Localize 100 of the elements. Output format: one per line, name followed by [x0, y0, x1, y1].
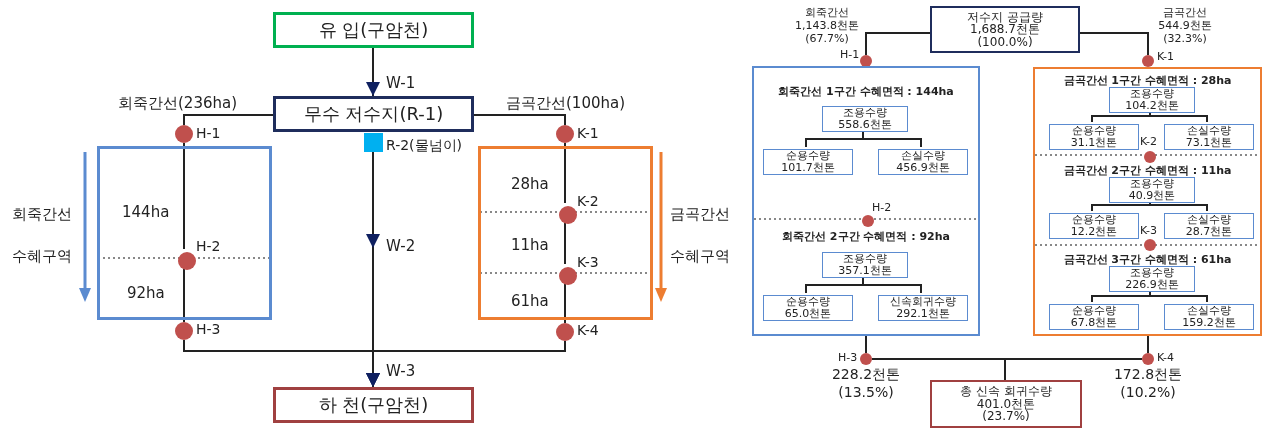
node-label: H-2	[196, 238, 221, 254]
node-text: 159.2천톤	[1182, 317, 1236, 329]
node-text: 357.1천톤	[838, 265, 892, 277]
connector-line	[1004, 358, 1143, 381]
node-label: K-2	[577, 193, 599, 209]
node-text: 401.0천톤 (23.7%)	[975, 397, 1036, 423]
node-text: 104.2천톤	[1125, 100, 1179, 112]
edge-label: 회죽간선(236ha)	[118, 94, 238, 113]
zone-heading: 금곡간선 3구간 수혜면적 : 61ha	[1063, 252, 1232, 267]
node-text: 손실수량	[1187, 125, 1231, 137]
node-text: 하 천(구암천)	[318, 395, 429, 415]
node-text: 조용수량	[1130, 267, 1174, 279]
node-label: H-2	[872, 201, 892, 214]
junction-dot	[178, 252, 196, 270]
node-label: K-4	[577, 322, 599, 338]
process-box	[1109, 177, 1195, 203]
node-text: 손실수량	[1187, 305, 1231, 317]
zone-heading: 금곡간선 2구간 수혜면적 : 11ha	[1063, 163, 1232, 178]
connector-line	[183, 114, 274, 126]
junction-dot	[175, 322, 193, 340]
node-label: H-1	[840, 48, 860, 61]
node-text: 저수지 공급량	[967, 10, 1043, 24]
junction-dot	[1144, 239, 1156, 251]
process-box	[1164, 124, 1254, 150]
process-box	[1109, 87, 1195, 113]
connector-line	[1079, 32, 1149, 56]
node-text: 67.8천톤	[1070, 317, 1118, 329]
area-label: 11ha	[511, 236, 549, 254]
node-text: 순용수량	[786, 296, 830, 308]
junction-dot	[559, 206, 577, 224]
junction-square	[364, 133, 383, 152]
node-text: 손실수량	[1187, 214, 1231, 226]
node-text: 558.6천톤	[838, 119, 892, 131]
node-text: 유 입(구암천)	[318, 20, 429, 40]
node-text: 조용수량	[1130, 88, 1174, 100]
zone-heading: 금곡간선 1구간 수혜면적 : 28ha	[1063, 73, 1232, 88]
node-label: 회죽간선 수혜구역	[11, 204, 73, 267]
node-label: H-3	[196, 321, 221, 337]
node-text: 순용수량	[1072, 214, 1116, 226]
node-text: 조용수량	[843, 253, 887, 265]
zone-frame	[97, 146, 272, 320]
process-box	[1049, 124, 1139, 150]
node-label: K-1	[1157, 50, 1175, 63]
node-text: 292.1천톤	[896, 308, 950, 320]
node-label: 228.2천톤 (13.5%)	[830, 366, 902, 400]
node-text: 12.2천톤	[1070, 226, 1118, 238]
area-label: 92ha	[127, 284, 165, 302]
process-box	[1164, 213, 1254, 239]
process-box	[1164, 304, 1254, 330]
node-text: 순용수량	[1072, 125, 1116, 137]
process-box	[1109, 266, 1195, 292]
node-label: K-3	[577, 254, 599, 270]
connector-line	[183, 142, 185, 250]
node-text: 순용수량	[1072, 305, 1116, 317]
zone-frame	[478, 146, 653, 320]
process-box	[1049, 304, 1139, 330]
node-label: H-3	[838, 351, 858, 364]
area-label: 28ha	[511, 175, 549, 193]
node-text: 40.9천톤	[1128, 190, 1176, 202]
process-box	[273, 387, 474, 423]
node-text: 순용수량	[786, 150, 830, 162]
junction-dot	[1142, 55, 1154, 67]
node-label: R-2(물넘이)	[386, 137, 463, 155]
node-label: K-1	[577, 125, 599, 141]
zone-frame	[1033, 67, 1262, 336]
junction-dot	[860, 353, 872, 365]
process-box	[878, 295, 968, 321]
node-label: K-3	[1140, 224, 1158, 237]
arrow	[366, 340, 566, 388]
node-text: 101.7천톤	[781, 162, 835, 174]
connector-line	[865, 32, 931, 56]
node-text: 조용수량	[843, 107, 887, 119]
node-text: 조용수량	[1130, 178, 1174, 190]
connector-line	[1147, 335, 1149, 354]
edge-label: 금곡간선(100ha)	[506, 94, 626, 113]
junction-dot	[556, 125, 574, 143]
node-label: 금곡간선 수혜구역	[669, 204, 731, 267]
zone-heading: 회죽간선 1구간 수혜면적 : 144ha	[778, 84, 954, 99]
node-text: 73.1천톤	[1185, 137, 1233, 149]
junction-dot	[1142, 353, 1154, 365]
connector-line	[865, 335, 867, 354]
junction-dot	[862, 215, 874, 227]
junction-dot	[556, 323, 574, 341]
junction-dot	[559, 267, 577, 285]
node-label: H-1	[196, 125, 221, 141]
node-label: K-2	[1140, 135, 1158, 148]
node-text: 28.7천톤	[1185, 226, 1233, 238]
node-text: 신속회귀수량	[890, 296, 956, 308]
node-text: 456.9천톤	[896, 162, 950, 174]
junction-dot	[175, 125, 193, 143]
node-label: K-4	[1157, 351, 1175, 364]
node-text: 총 신속 회귀수량	[960, 385, 1052, 398]
arrow	[366, 47, 380, 97]
junction-dot	[1144, 151, 1156, 163]
process-box	[273, 96, 474, 132]
process-box	[1049, 213, 1139, 239]
node-text: 65.0천톤	[784, 308, 832, 320]
node-label: 172.8천톤 (10.2%)	[1112, 366, 1184, 400]
edge-label: 회죽간선 1,143.8천톤 (67.7%)	[794, 6, 860, 45]
junction-dot	[860, 55, 872, 67]
